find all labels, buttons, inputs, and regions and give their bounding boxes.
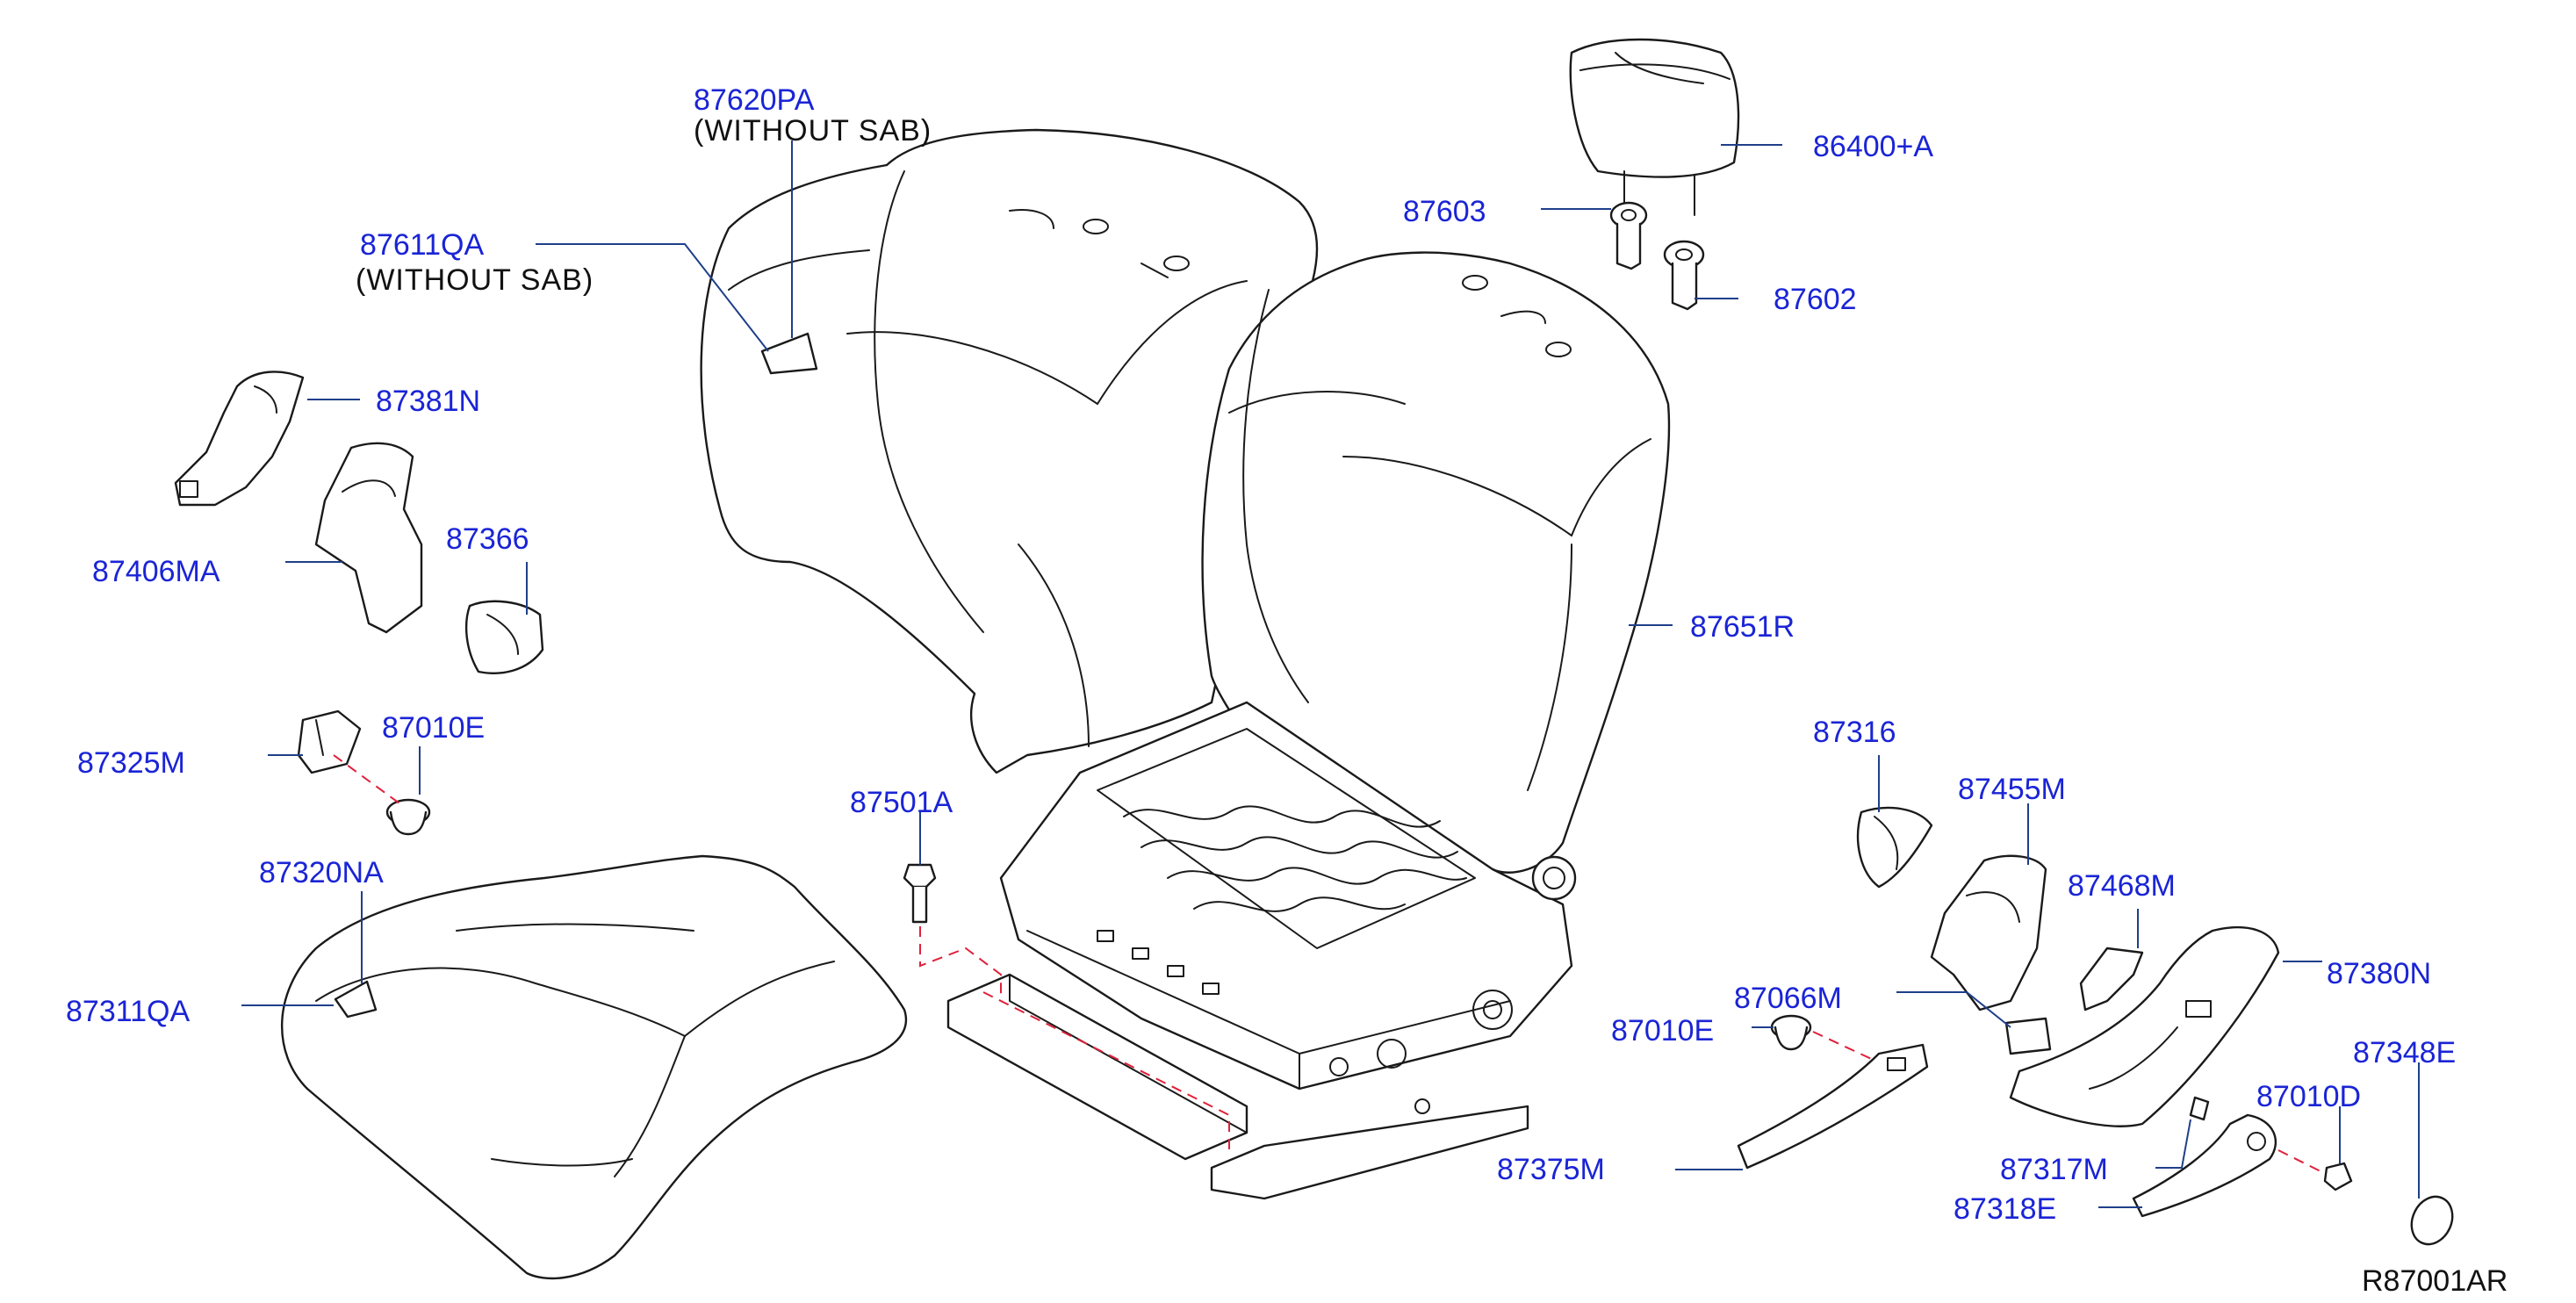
note-87620PA: (WITHOUT SAB) <box>694 114 932 148</box>
part-87366 <box>464 600 544 674</box>
part-87468M <box>2079 947 2144 1011</box>
label-87651R: 87651R <box>1690 610 1795 644</box>
seat-frame <box>946 701 1577 1200</box>
part-87381N <box>174 371 305 507</box>
label-87325M: 87325M <box>77 746 185 780</box>
label-87320NA: 87320NA <box>259 856 384 889</box>
reference-code: R87001AR <box>2362 1264 2508 1298</box>
label-87381N: 87381N <box>376 385 480 418</box>
screw-87010D <box>2323 1162 2353 1191</box>
headrest <box>1569 38 1740 216</box>
label-87316: 87316 <box>1813 716 1896 749</box>
headrest-guide-87603 <box>1609 201 1648 270</box>
dashed-87318E-87010D <box>2277 1149 2323 1173</box>
label-87010E-right: 87010E <box>1611 1014 1714 1047</box>
label-86400A: 86400+A <box>1813 130 1933 163</box>
label-87375M: 87375M <box>1497 1153 1605 1186</box>
dashed-rail-line <box>982 991 1230 1150</box>
part-87010E-left <box>385 798 431 836</box>
note-87611QA: (WITHOUT SAB) <box>356 263 594 297</box>
label-87501A: 87501A <box>850 786 953 819</box>
label-87620PA: 87620PA <box>694 83 815 117</box>
part-87406MA <box>314 442 423 634</box>
leader-lines <box>241 140 2420 1208</box>
part-87010E-right <box>1770 1014 1812 1051</box>
label-87010E-left: 87010E <box>382 711 485 745</box>
part-87066M <box>2004 1017 2052 1055</box>
label-87455M: 87455M <box>1958 773 2066 806</box>
part-87318E <box>2132 1113 2277 1218</box>
label-87317M: 87317M <box>2000 1153 2108 1186</box>
seat-cushion <box>280 854 907 1280</box>
label-87311QA: 87311QA <box>66 995 190 1028</box>
part-87316 <box>1856 806 1933 889</box>
label-87348E: 87348E <box>2353 1036 2456 1069</box>
dashed-87325M-87010E <box>333 754 400 804</box>
label-87611QA: 87611QA <box>360 228 484 262</box>
headrest-guide-87602 <box>1663 240 1705 311</box>
label-87406MA: 87406MA <box>92 555 220 588</box>
bolt-87501A <box>903 863 937 924</box>
part-87325M <box>297 709 362 774</box>
label-87066M: 87066M <box>1734 982 1842 1015</box>
label-87603: 87603 <box>1403 195 1486 228</box>
label-87010D: 87010D <box>2256 1080 2361 1113</box>
seat-back-pad <box>700 128 1319 774</box>
seat-back-assembly <box>1201 251 1671 874</box>
part-87375M <box>1737 1043 1929 1170</box>
label-87318E: 87318E <box>1954 1192 2056 1226</box>
part-87317M <box>2189 1096 2210 1121</box>
label-87366: 87366 <box>446 522 529 556</box>
dashed-87501A <box>919 926 1002 1001</box>
label-87380N: 87380N <box>2327 957 2431 990</box>
part-87455M <box>1930 854 2047 1011</box>
dashed-87010E-87375M <box>1812 1031 1880 1063</box>
label-87468M: 87468M <box>2068 869 2176 903</box>
part-87380N <box>2009 926 2280 1127</box>
label-87602: 87602 <box>1774 283 1857 316</box>
part-87348E <box>2410 1195 2454 1246</box>
